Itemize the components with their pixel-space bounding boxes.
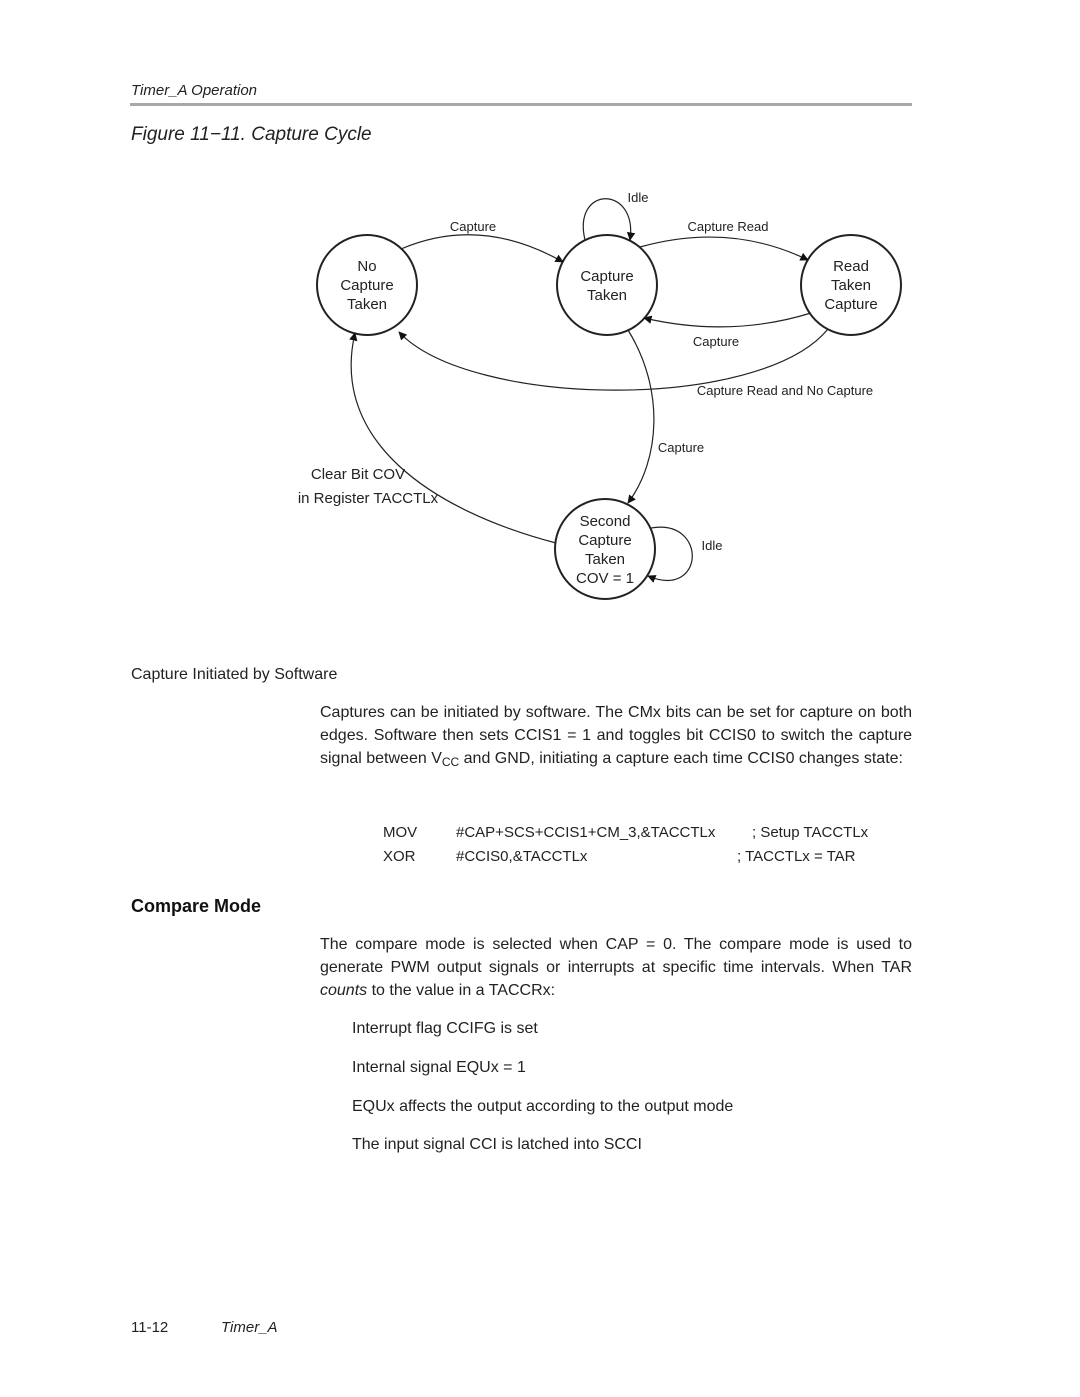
capture-software-paragraph: Captures can be initiated by software. T…	[320, 704, 912, 769]
edge-capture-top	[400, 234, 564, 263]
edge-idle-second	[647, 526, 693, 583]
label-clear-bit-cov: Clear Bit COV	[311, 466, 405, 483]
code-arg-2: #CCIS0,&TACCTLx	[456, 848, 588, 865]
svg-text:Read: Read	[833, 258, 869, 275]
svg-text:Second: Second	[580, 513, 631, 530]
edge-capture-read	[639, 236, 809, 261]
page-number: 11-12	[131, 1319, 169, 1336]
compare-mode-paragraph: The compare mode is selected when CAP = …	[320, 936, 912, 999]
label-capture-down: Capture	[658, 440, 704, 455]
label-capture-read-no-capture: Capture Read and No Capture	[697, 383, 873, 398]
svg-text:Capture: Capture	[580, 268, 633, 285]
label-in-register: in Register TACCTLx	[298, 490, 439, 507]
edge-capture-read-no-capture	[398, 328, 829, 391]
list-item: EQUx affects the output according to the…	[352, 1098, 734, 1115]
svg-text:Taken: Taken	[585, 551, 625, 568]
code-op-1: MOV	[383, 824, 418, 841]
code-comment-2: ; TACCTLx = TAR	[737, 848, 856, 865]
code-op-2: XOR	[383, 848, 416, 865]
code-arg-1: #CAP+SCS+CCIS1+CM_3,&TACCTLx	[456, 824, 716, 841]
figure-title: Figure 11−11. Capture Cycle	[131, 124, 372, 145]
state-no-capture-taken: No Capture Taken	[316, 234, 418, 336]
svg-text:Taken: Taken	[587, 287, 627, 304]
list-item: Internal signal EQUx = 1	[352, 1059, 526, 1076]
label-idle-second: Idle	[702, 538, 723, 553]
edge-capture-down	[627, 329, 655, 504]
svg-text:Taken: Taken	[831, 277, 871, 294]
svg-text:COV = 1: COV = 1	[576, 570, 634, 587]
svg-text:No: No	[357, 258, 376, 275]
svg-text:Taken: Taken	[347, 296, 387, 313]
label-capture-top: Capture	[450, 219, 496, 234]
edge-capture-return	[643, 312, 812, 328]
capture-software-heading: Capture Initiated by Software	[131, 666, 338, 683]
label-capture-read: Capture Read	[688, 219, 769, 234]
state-second-capture-taken: Second Capture Taken COV = 1	[554, 498, 656, 600]
list-item: Interrupt flag CCIFG is set	[352, 1020, 538, 1037]
edge-clear-cov	[349, 332, 557, 544]
running-header: Timer_A Operation	[131, 82, 258, 99]
svg-text:Capture: Capture	[578, 532, 631, 549]
state-capture-taken: Capture Taken	[556, 234, 658, 336]
compare-mode-heading: Compare Mode	[131, 896, 262, 916]
label-capture-return: Capture	[693, 334, 739, 349]
svg-text:Capture: Capture	[824, 296, 877, 313]
edge-idle-top	[582, 198, 636, 241]
state-read-taken-capture: Read Taken Capture	[800, 234, 902, 336]
header-rule	[130, 103, 912, 106]
code-comment-1: ; Setup TACCTLx	[752, 824, 869, 841]
capture-cycle-diagram: No Capture Taken Capture Taken Read Take…	[298, 190, 902, 600]
label-idle-top: Idle	[628, 190, 649, 205]
svg-text:Capture: Capture	[340, 277, 393, 294]
list-item: The input signal CCI is latched into SCC…	[352, 1136, 642, 1153]
chapter-name: Timer_A	[221, 1319, 278, 1336]
